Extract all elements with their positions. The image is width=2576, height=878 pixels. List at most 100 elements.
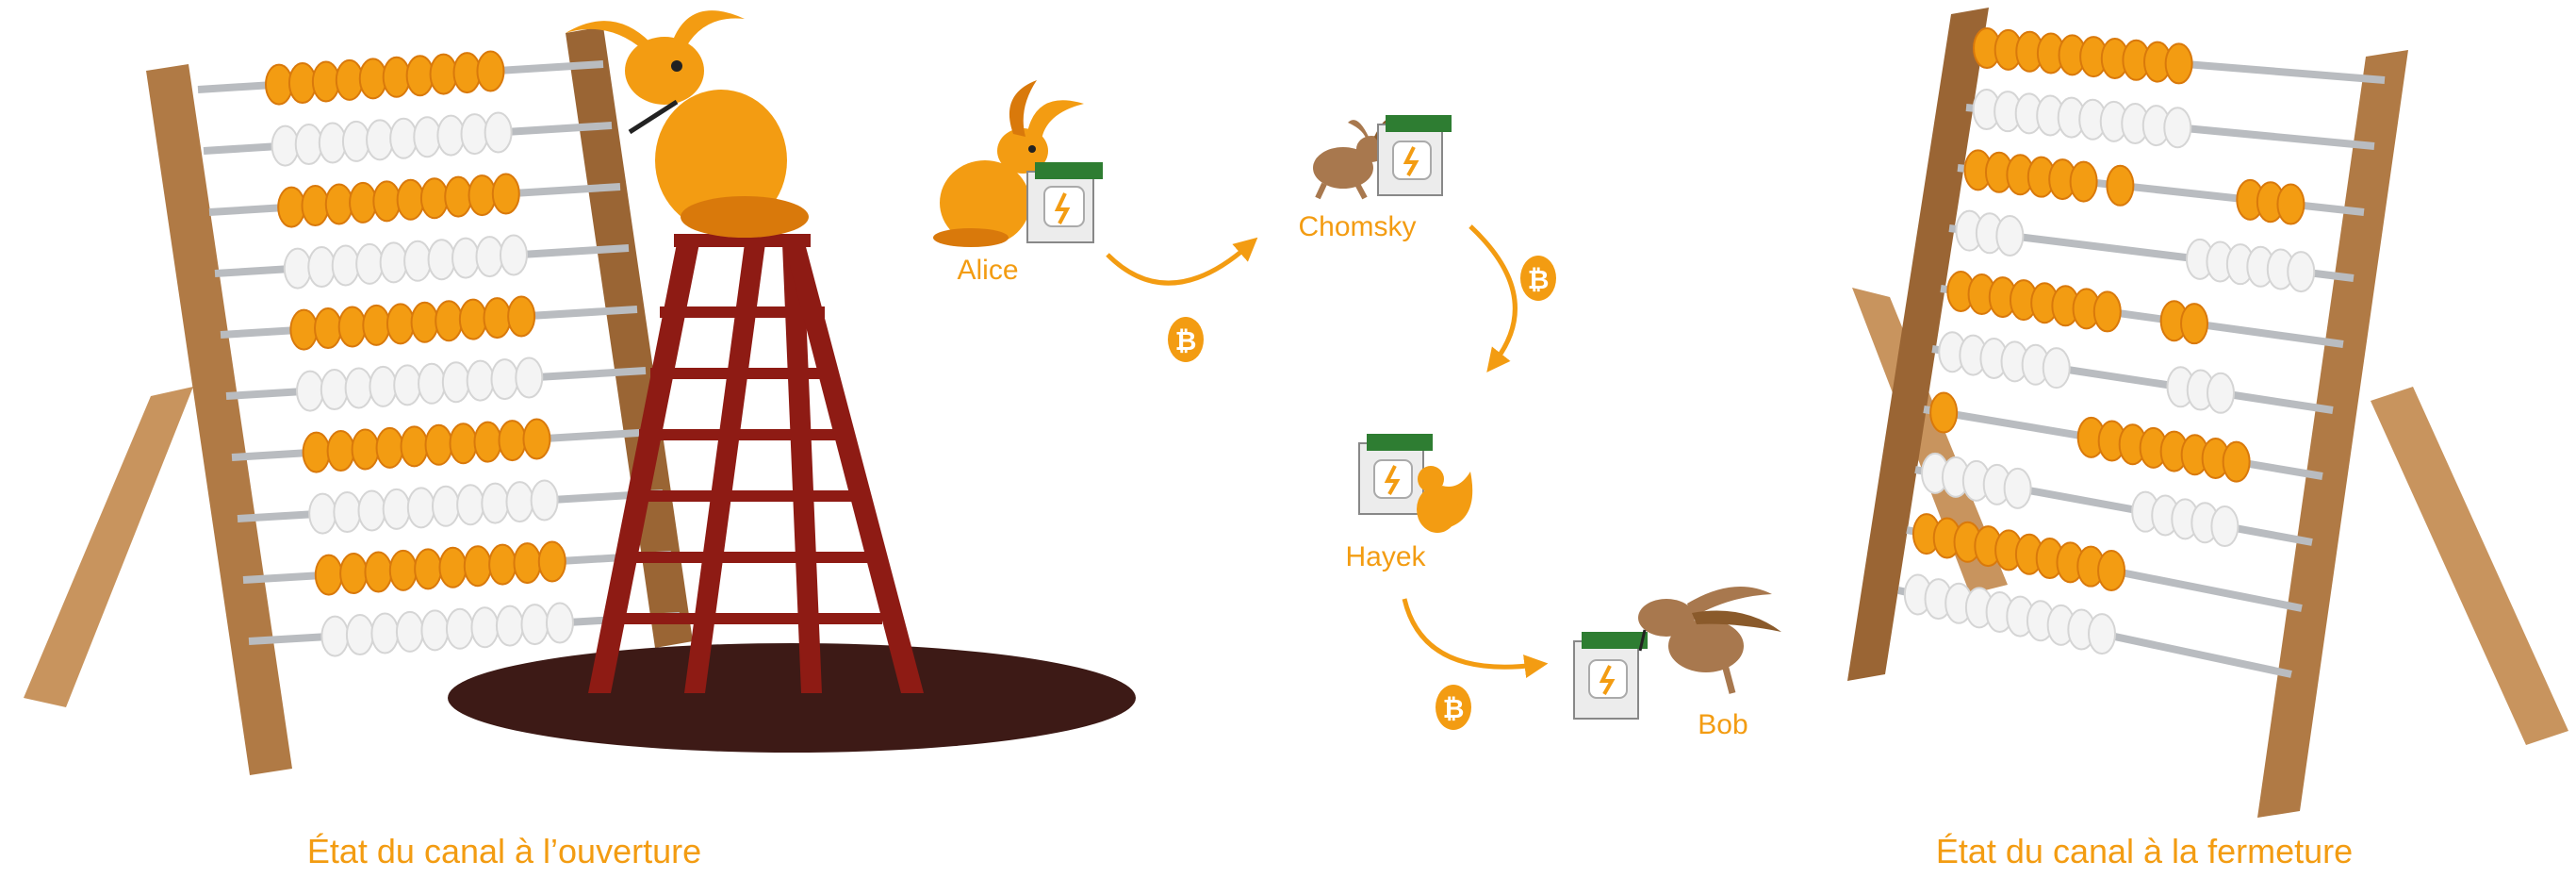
abacus-bead-orange — [414, 548, 443, 590]
abacus-bead-white — [318, 122, 347, 164]
ladder-shadow — [448, 643, 1136, 753]
abacus-bead-orange — [302, 431, 331, 473]
abacus-bead-white — [466, 359, 495, 402]
abacus-bead-white — [333, 491, 362, 534]
abacus-bead-white — [2207, 372, 2235, 414]
hayek-label: Hayek — [1345, 541, 1426, 572]
abacus-bead-white — [341, 120, 370, 162]
abacus-bead-orange — [311, 60, 340, 103]
abacus-bead-orange — [349, 181, 378, 224]
abacus-bead-orange — [537, 540, 566, 583]
abacus-bead-orange — [375, 426, 404, 469]
ladder — [588, 234, 924, 693]
abacus-bead-white — [495, 605, 524, 647]
abacus-bead-orange — [324, 183, 353, 225]
abacus-bead-white — [2163, 107, 2192, 149]
abacus-bead-white — [456, 484, 485, 526]
abacus-bead-white — [294, 124, 323, 166]
lightning-node-icon — [1026, 162, 1103, 243]
rabbit-icon — [933, 80, 1084, 247]
chomsky-node: Chomsky — [1298, 115, 1452, 242]
abacus-bead-white — [520, 604, 550, 646]
abacus-bead-white — [545, 602, 574, 644]
alice-node: Alice — [933, 80, 1103, 286]
arrow-alice-to-chomsky — [1106, 237, 1258, 286]
abacus-bead-white — [345, 614, 374, 656]
abacus-bead-orange — [388, 549, 418, 591]
abacus-bead-orange — [513, 542, 542, 585]
lightning-node-icon — [1377, 115, 1452, 196]
hayek-node: Hayek — [1345, 434, 1473, 572]
abacus-bead-orange — [438, 546, 468, 588]
abacus-bead-white — [355, 242, 385, 285]
abacus-bead-orange — [488, 543, 517, 586]
abacus-bead-orange — [2092, 290, 2122, 333]
abacus-bead-orange — [386, 303, 415, 345]
abacus-bead-orange — [301, 185, 330, 227]
abacus-bead-white — [470, 606, 500, 649]
payment-arrows — [1106, 224, 1549, 678]
abacus-bead-orange — [400, 425, 429, 468]
abacus-left-leg — [24, 387, 193, 707]
abacus-bead-white — [413, 116, 442, 158]
bitcoin-icon: ₿ — [1528, 264, 1550, 295]
abacus-bead-orange — [265, 63, 293, 106]
abacus-bead-white — [370, 612, 400, 654]
abacus-bead-white — [484, 111, 513, 154]
abacus-bead-orange — [287, 62, 317, 105]
abacus-bead-white — [460, 113, 489, 156]
abacus-bead-white — [2003, 467, 2032, 509]
abacus-bead-orange — [2106, 164, 2135, 207]
abacus-bead-white — [307, 246, 336, 289]
abacus-bead-white — [366, 119, 395, 161]
abacus-bead-white — [515, 356, 544, 399]
abacus-bead-white — [271, 124, 300, 167]
abacus-bead-orange — [314, 554, 343, 596]
abacus-closing-rows — [1897, 27, 2386, 678]
abacus-bead-orange — [463, 545, 492, 588]
abacus-right-leg — [2371, 387, 2568, 745]
abacus-right-post — [2257, 50, 2408, 818]
abacus-opening-rows — [197, 50, 681, 657]
abacus-left-post — [1847, 8, 1989, 681]
abacus-bead-orange — [351, 428, 380, 471]
abacus-bead-white — [2287, 251, 2316, 293]
abacus-bead-white — [436, 114, 466, 157]
abacus-bead-orange — [314, 307, 343, 350]
bitcoin-icon: ₿ — [1443, 693, 1465, 724]
abacus-bead-white — [369, 365, 398, 407]
abacus-bead-orange — [476, 50, 505, 92]
abacus-bead-orange — [326, 430, 355, 472]
abacus-bead-white — [389, 117, 418, 159]
abacus-bead-orange — [419, 177, 449, 220]
abacus-bead-white — [441, 361, 470, 404]
lightning-node-icon — [1358, 434, 1433, 515]
abacus-bead-orange — [424, 423, 453, 466]
abacus-bead-orange — [444, 175, 473, 218]
abacus-bead-white — [481, 482, 510, 524]
abacus-bead-orange — [2276, 183, 2305, 225]
abacus-left-leg — [1852, 288, 2008, 594]
rabbit-icon — [1638, 587, 1781, 694]
caption-closing: État du canal à la fermeture — [1936, 832, 2353, 870]
abacus-bead-orange — [289, 308, 319, 351]
abacus-bead-white — [357, 489, 386, 532]
abacus-bead-orange — [2222, 440, 2251, 483]
abacus-bead-orange — [382, 56, 411, 98]
abacus-bead-orange — [277, 186, 306, 228]
abacus-bead-orange — [358, 58, 387, 100]
abacus-bead-white — [382, 488, 411, 530]
abacus-bead-orange — [362, 304, 391, 346]
abacus-bead-orange — [483, 297, 512, 340]
arrow-chomsky-to-hayek — [1468, 224, 1518, 373]
abacus-bead-white — [445, 607, 474, 650]
abacus-bead-orange — [507, 295, 536, 338]
bitcoin-coin-1: ₿ — [1168, 317, 1204, 362]
abacus-bead-orange — [473, 421, 502, 463]
abacus-opening — [24, 26, 693, 775]
abacus-bead-white — [1995, 214, 2025, 257]
abacus-bead-white — [2210, 505, 2240, 548]
abacus-bead-orange — [337, 306, 367, 348]
chomsky-label: Chomsky — [1298, 211, 1416, 242]
